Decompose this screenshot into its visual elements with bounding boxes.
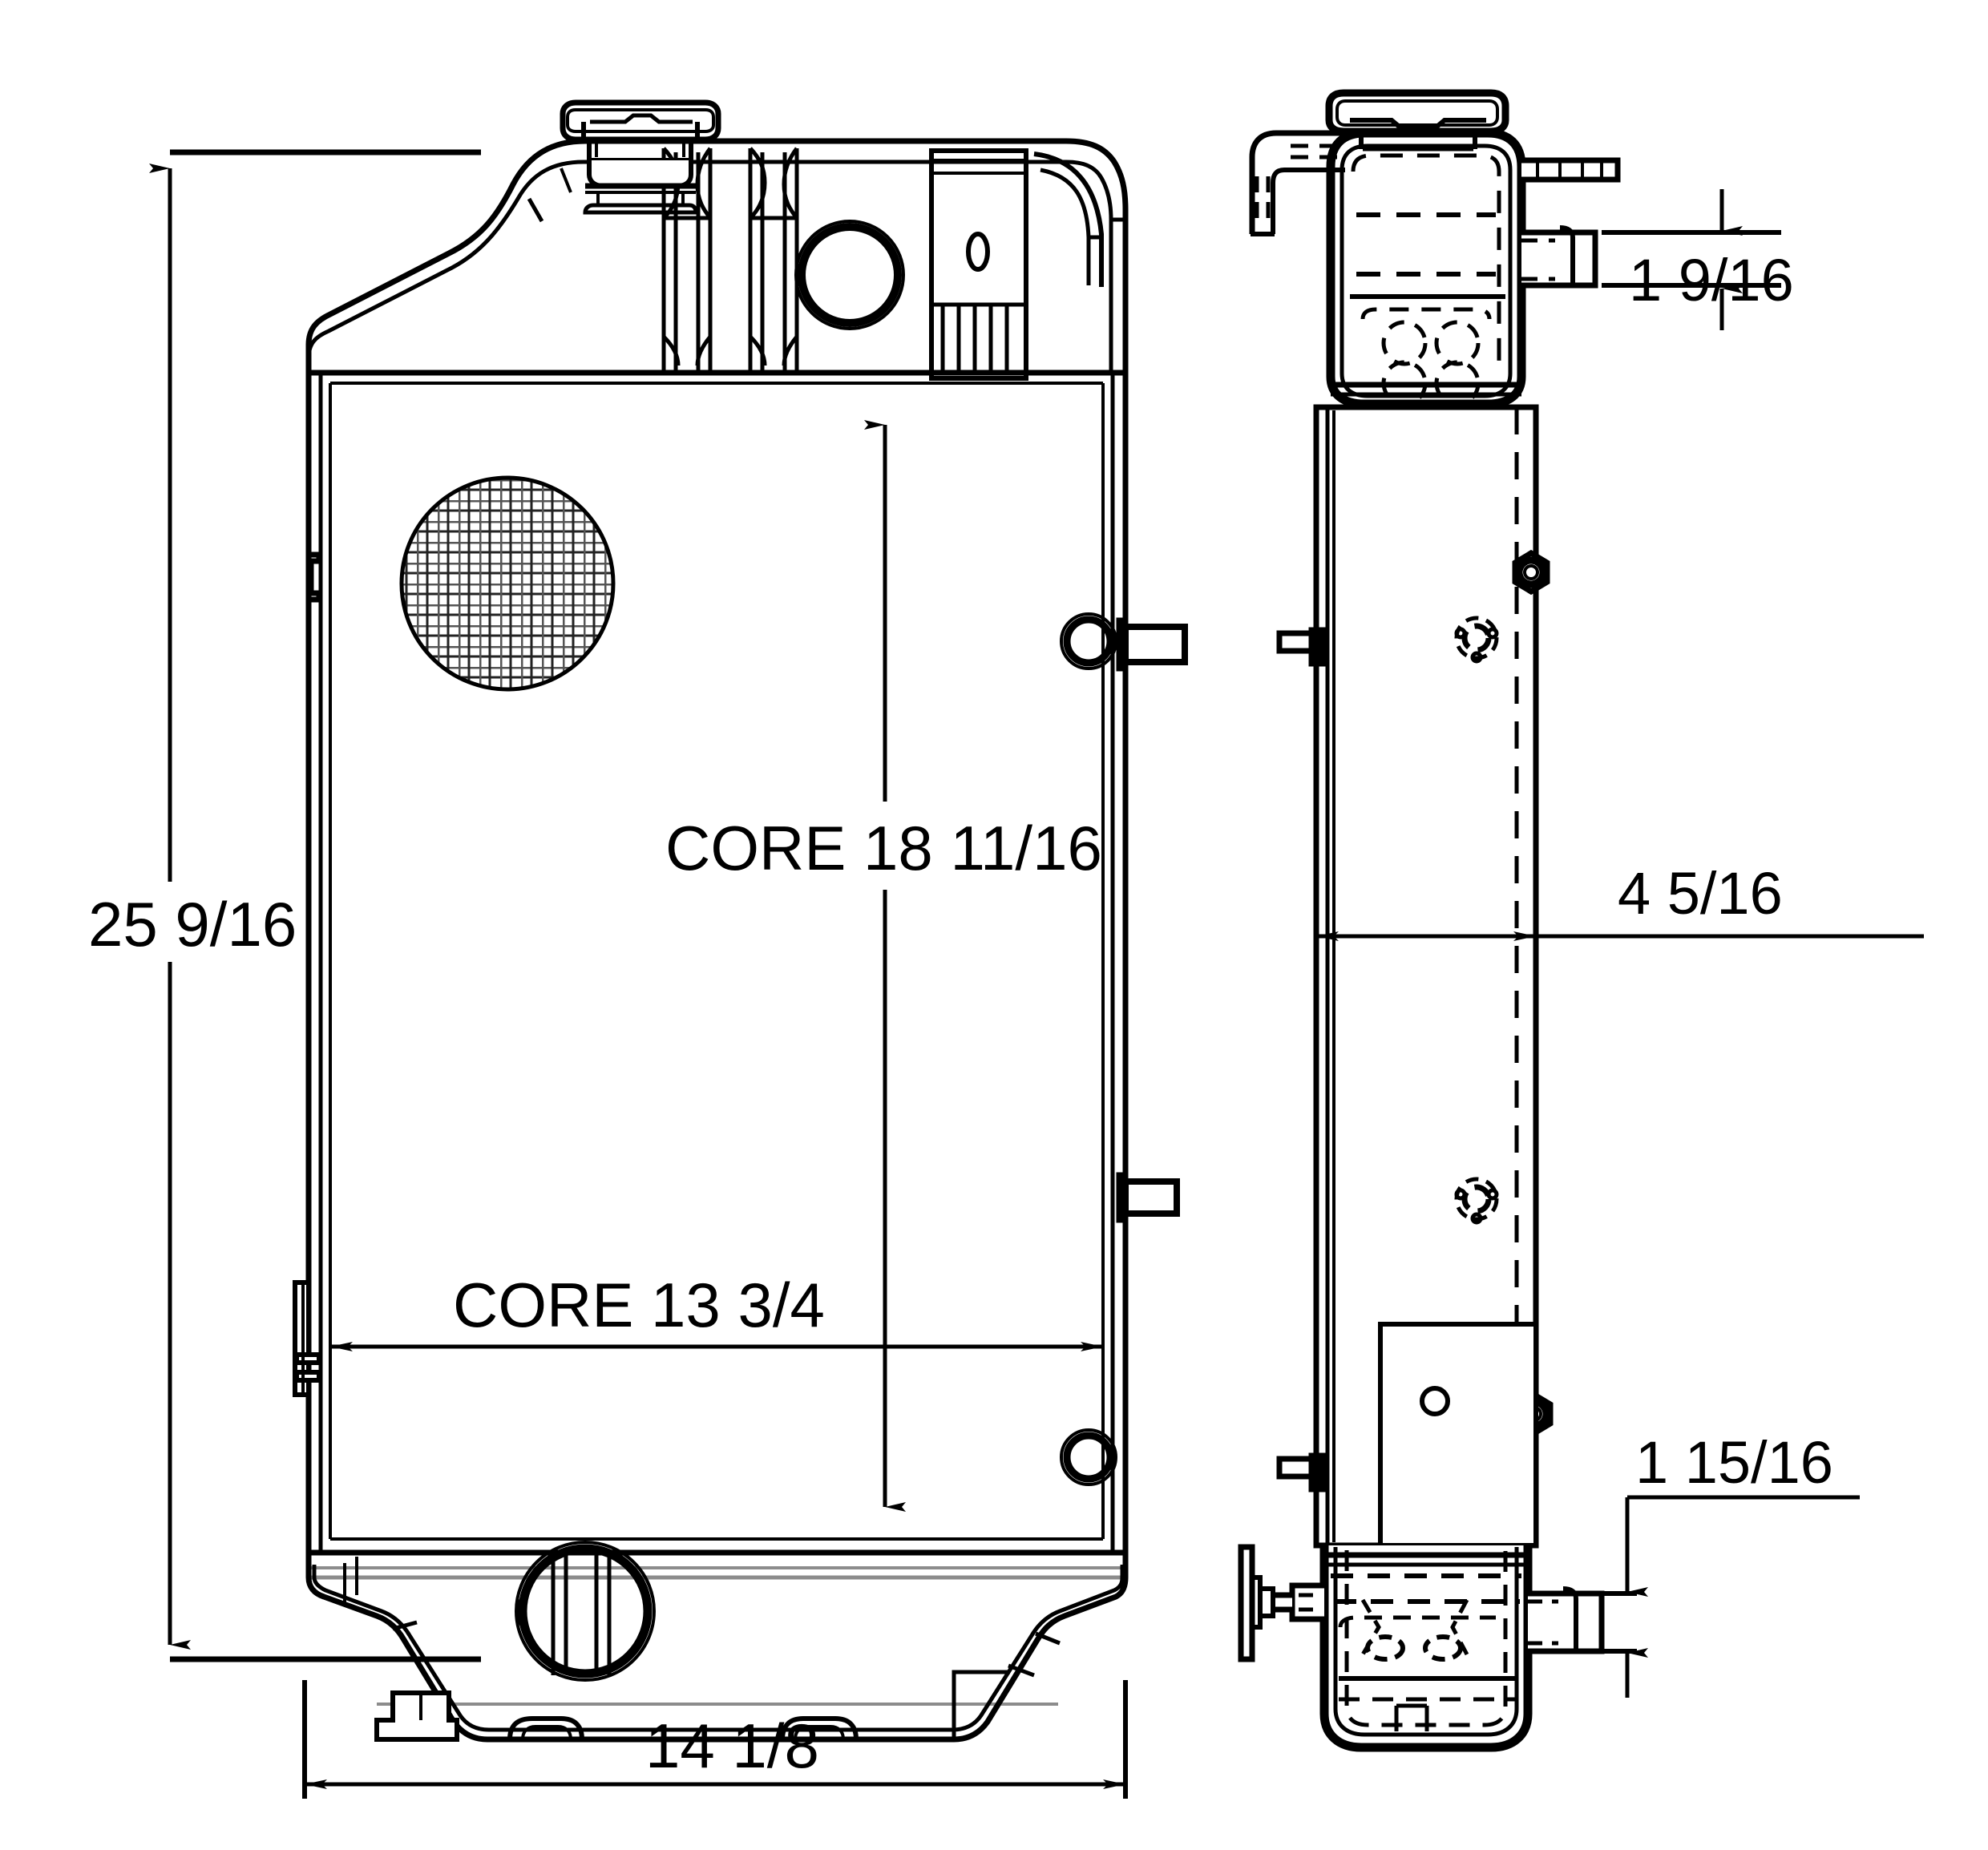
- right-stud-mid: [1116, 1172, 1180, 1223]
- dim-label-core-width: CORE 13 3/4: [453, 1270, 825, 1340]
- outlet-port: [515, 1541, 656, 1682]
- front-view: [293, 99, 1188, 1743]
- hex-nut-upper: [1512, 549, 1550, 596]
- lower-panel: [1378, 1322, 1538, 1548]
- side-filler-cap: [1325, 89, 1509, 151]
- overflow-tube: [1249, 130, 1345, 236]
- right-hole-lower: [1060, 1428, 1117, 1486]
- lower-tank: [305, 1553, 1129, 1743]
- dimension-text-layer: 25 9/16 CORE 18 11/16 CORE 13 3/4 14 1/8…: [88, 247, 1833, 1781]
- right-hole-upper: [1060, 612, 1117, 670]
- side-bracket-upper: [1276, 627, 1326, 667]
- dim-label-inlet-height: 1 9/16: [1629, 247, 1794, 313]
- side-view: [1238, 89, 1621, 1752]
- filler-cap: [560, 99, 721, 215]
- dim-overall-width: [302, 1680, 1128, 1799]
- dim-label-depth: 4 5/16: [1618, 860, 1783, 927]
- fin-hatch-circle: [399, 475, 616, 692]
- dim-depth: [1314, 866, 1924, 962]
- boss-ribs: [931, 302, 1026, 373]
- side-bracket-lower: [1276, 1452, 1326, 1493]
- dimension-layer: [149, 149, 1924, 1799]
- side-lower-tank: [1319, 1545, 1533, 1752]
- dim-inlet-height: [1602, 189, 1781, 330]
- dim-label-core-height: CORE 18 11/16: [665, 813, 1102, 883]
- dim-label-outlet-height: 1 15/16: [1635, 1429, 1833, 1496]
- upper-tank-right-corner: [1033, 151, 1104, 287]
- flange-fitting-lower: [1454, 1177, 1499, 1225]
- inlet-stub: [1521, 225, 1598, 289]
- left-bracket-lower: [293, 1280, 321, 1397]
- dim-overall-height: [149, 149, 481, 1662]
- radiator-core: [305, 370, 1129, 1556]
- dim-label-overall-width: 14 1/8: [645, 1711, 819, 1781]
- outlet-stub: [1528, 1586, 1605, 1654]
- dim-outlet-height: [1602, 1495, 1860, 1698]
- mounting-bracket-top: [1521, 157, 1621, 183]
- dim-label-overall-height: 25 9/16: [88, 889, 297, 959]
- left-bracket-upper: [305, 551, 322, 603]
- boss-panel: [929, 148, 1028, 381]
- side-upper-tank: [1326, 128, 1526, 409]
- drain-petcock: [1238, 1544, 1324, 1662]
- right-stud-upper: [1116, 617, 1188, 672]
- flange-fitting-upper: [1454, 616, 1499, 664]
- inlet-port: [794, 220, 905, 330]
